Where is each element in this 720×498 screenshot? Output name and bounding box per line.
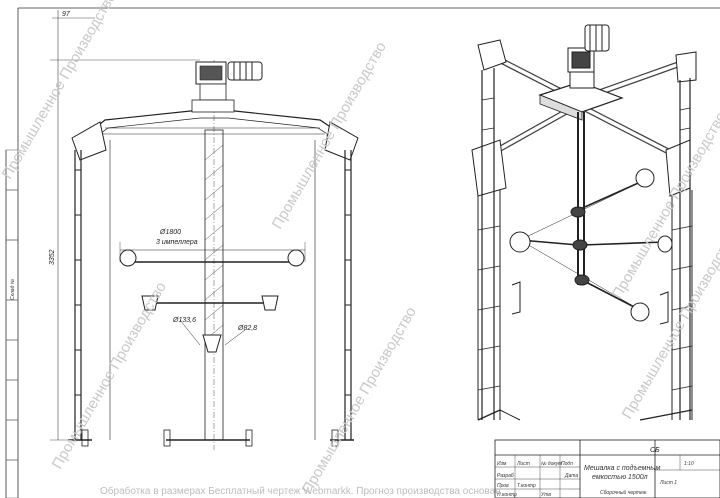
- title-block: [494, 439, 720, 498]
- height-dimension: 3352: [49, 249, 56, 265]
- front-view: [50, 10, 359, 450]
- title-line-2: емкостью 1500л: [592, 474, 648, 481]
- scale-label: 1:10: [684, 461, 694, 467]
- title-block-row-labels: Изм Лист № докум Подп Дата Разраб Пров Т…: [497, 461, 578, 498]
- role-label: Т.контр: [517, 483, 536, 489]
- row-label: Дата: [564, 473, 578, 479]
- row-label: Лист: [516, 461, 530, 467]
- row-label: № докум: [541, 461, 562, 467]
- left-margin-stamps: [5, 149, 19, 498]
- subtitle: Сборочный чертеж: [600, 489, 647, 496]
- watermark-text: Промышленное Производство: [299, 304, 420, 497]
- role-label: Утв: [541, 492, 551, 498]
- top-dimension: 97: [62, 11, 71, 18]
- watermark-text: Промышленное Производство: [269, 39, 390, 232]
- role-label: Разраб: [497, 473, 514, 479]
- impeller-diameter-label: Ø1800: [159, 229, 181, 236]
- side-label: Склад №: [10, 278, 16, 300]
- sheet-code: СБ: [650, 447, 660, 454]
- watermark-text: Промышленное Производство: [49, 279, 170, 472]
- role-label: Н.контр: [497, 492, 517, 498]
- impeller-note-label: 3 импеллера: [156, 239, 198, 246]
- isometric-view: [471, 24, 697, 421]
- small-dimension-1: Ø133,6: [172, 317, 196, 324]
- small-dimension-2: Ø82,8: [237, 325, 257, 332]
- role-label: Пров: [497, 483, 509, 489]
- title-line-1: Мешалка с подъемным: [584, 464, 660, 472]
- row-label: Подп: [561, 461, 573, 467]
- watermark-bottom-text: Обработка в размерах Бесплатный чертеж W…: [100, 485, 501, 497]
- row-label: Изм: [497, 461, 507, 467]
- sheet-info: Лист 1: [659, 480, 677, 486]
